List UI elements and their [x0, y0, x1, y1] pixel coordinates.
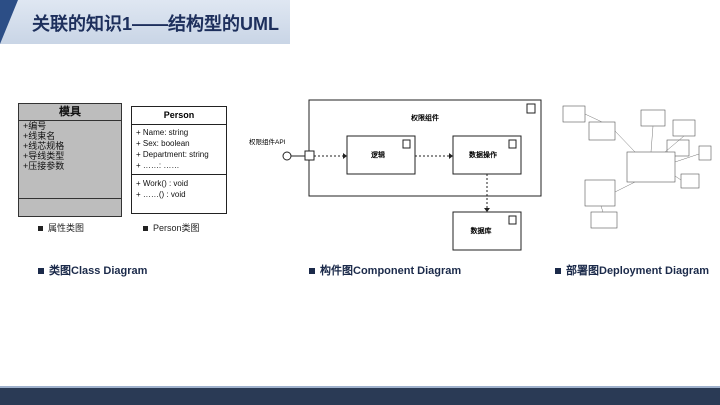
deployment-diagram-label: 部署图Deployment Diagram [555, 262, 709, 278]
person-attribute: + Sex: boolean [136, 139, 190, 148]
deployment-node [590, 211, 618, 229]
person-method: + ……() : void [136, 190, 186, 199]
database-component-box [452, 211, 522, 251]
mold-class-name: 模具 [19, 104, 121, 121]
bullet-icon [555, 268, 561, 275]
person-attributes: + Name: string + Sex: boolean + Departme… [132, 125, 226, 175]
bullet-icon [309, 268, 315, 275]
data-op-label: 数据操作 [469, 150, 497, 159]
bullet-icon [38, 226, 43, 232]
page-title: 关联的知识1——结构型的UML [32, 14, 279, 34]
mold-class-box: 模具 +编号 +线束名 +线芯规格 +导线类型 +压接参数 [18, 103, 122, 217]
title-accent-shape [0, 0, 18, 44]
mold-caption: 属性类图 [38, 221, 84, 234]
data-op-component-box [452, 135, 522, 175]
deployment-node [680, 173, 700, 189]
deployment-node [588, 121, 616, 141]
mold-attribute: +编号 [23, 121, 47, 131]
mold-divider [19, 198, 121, 199]
component-icon [526, 103, 536, 114]
person-attribute: + ……: …… [136, 161, 180, 170]
mold-attribute: +线芯规格 [23, 141, 65, 151]
deployment-node [672, 119, 696, 137]
mold-caption-text: 属性类图 [48, 223, 85, 233]
deployment-node [640, 109, 666, 127]
footer-divider [0, 386, 720, 388]
deployment-diagram [562, 105, 712, 229]
component-api-label: 权限组件API [249, 137, 286, 146]
bullet-icon [143, 226, 148, 232]
api-interface-icon [282, 151, 292, 161]
footer-bar [0, 388, 720, 405]
logic-component-box [346, 135, 416, 175]
component-diagram-label-text: 构件图Component Diagram [320, 265, 462, 277]
person-attribute: + Name: string [136, 128, 189, 137]
component-icon [508, 215, 517, 225]
api-port-icon [304, 150, 315, 161]
bullet-icon [38, 268, 44, 275]
deployment-node [698, 145, 712, 161]
component-icon [508, 139, 517, 149]
mold-attribute: +导线类型 [23, 151, 65, 161]
logic-label: 逻辑 [371, 150, 385, 159]
deployment-node [584, 179, 616, 207]
class-diagram-label-text: 类图Class Diagram [49, 265, 148, 277]
deployment-node-main [626, 151, 676, 183]
mold-attribute: +线束名 [23, 131, 56, 141]
deployment-diagram-label-text: 部署图Deployment Diagram [566, 265, 710, 277]
mold-attribute: +压接参数 [23, 161, 65, 171]
person-attribute: + Department: string [136, 150, 209, 159]
component-outer-label: 权限组件 [410, 113, 439, 122]
component-diagram: 权限组件 权限组件API 逻辑 数据操作 数据库 [249, 99, 542, 251]
class-diagram-label: 类图Class Diagram [38, 262, 147, 278]
database-label: 数据库 [471, 226, 492, 235]
deployment-node [562, 105, 586, 123]
person-methods: + Work() : void + ……() : void [132, 175, 226, 200]
person-class-box: Person + Name: string + Sex: boolean + D… [131, 106, 227, 214]
component-icon [402, 139, 411, 149]
person-caption-text: Person类图 [153, 223, 200, 233]
person-class-name: Person [132, 107, 226, 125]
person-caption: Person类图 [143, 221, 200, 234]
title-banner [0, 0, 290, 44]
person-method: + Work() : void [136, 179, 189, 188]
component-diagram-label: 构件图Component Diagram [309, 262, 461, 278]
